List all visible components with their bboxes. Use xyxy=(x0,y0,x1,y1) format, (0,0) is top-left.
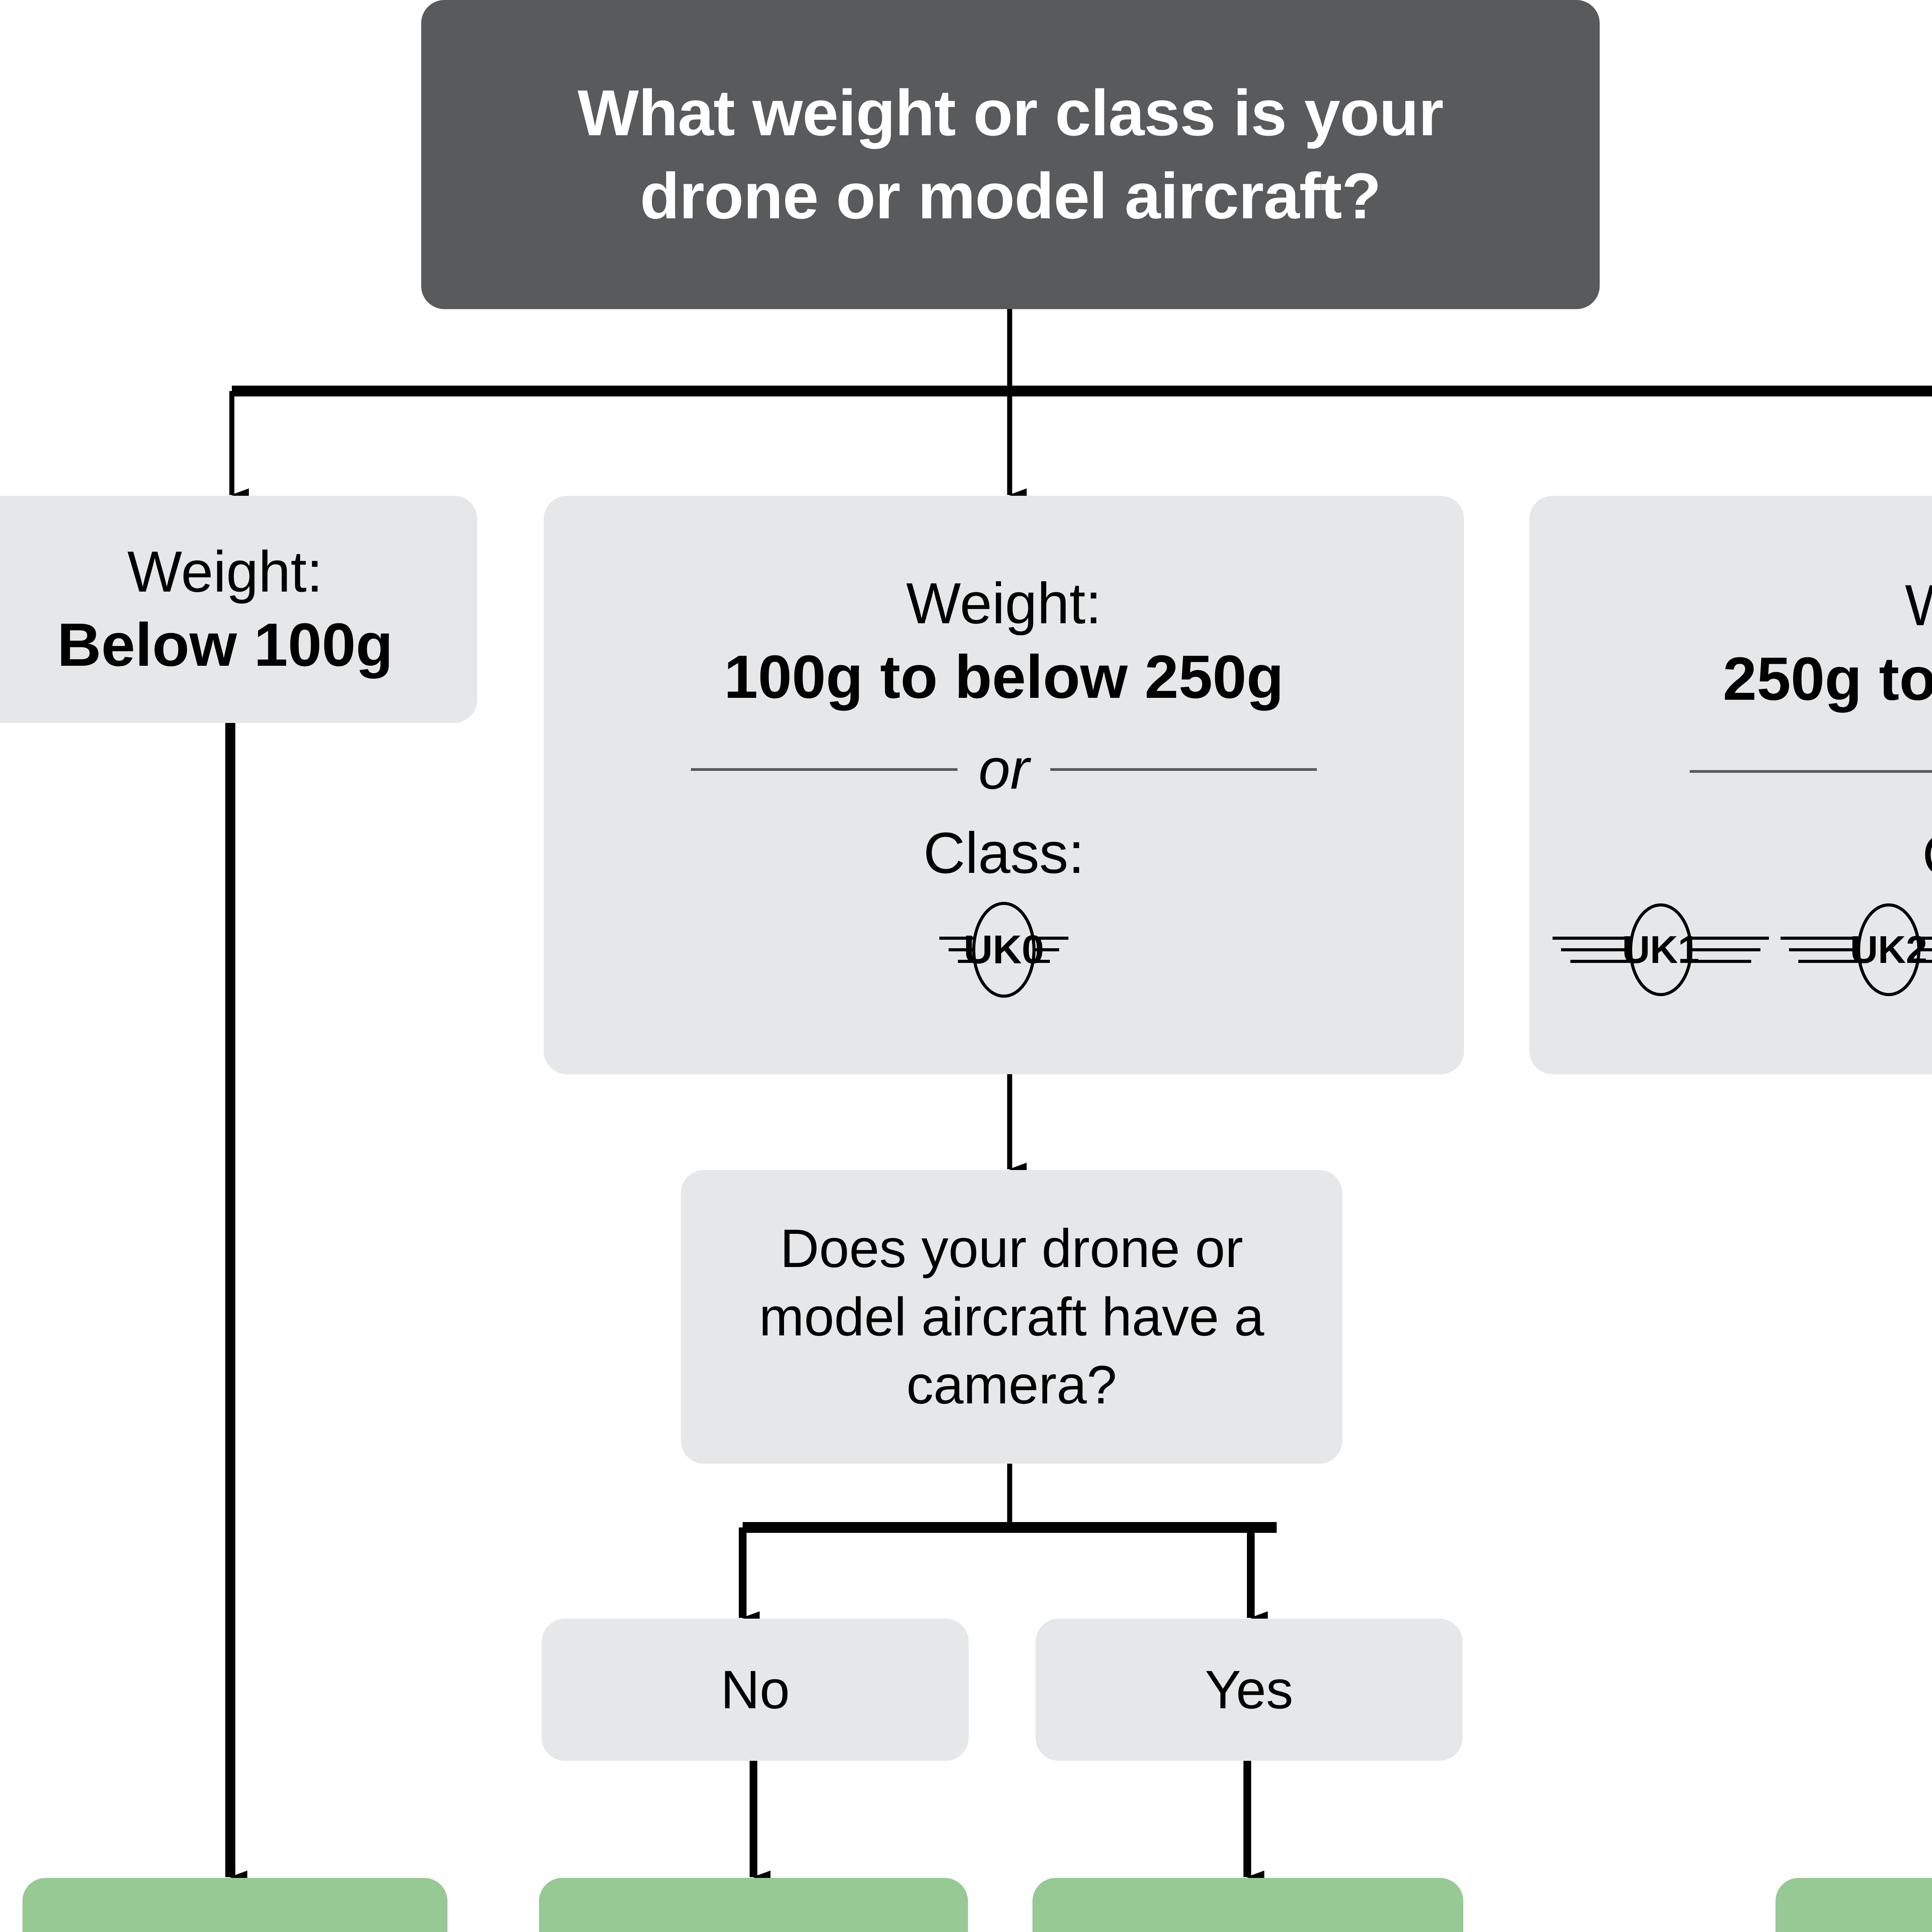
camera-answer-no-label: No xyxy=(721,1659,790,1720)
class-badge-uk2-label: UK2 xyxy=(1850,928,1927,971)
class-badge-row: UK1 UK2 UK3 UK4 xyxy=(1553,901,1932,998)
option-box-below-100g[interactable]: Weight: Below 100g xyxy=(0,496,477,723)
class-badge-uk1-icon: UK1 xyxy=(1553,903,1769,996)
class-label: Class: xyxy=(1922,821,1932,888)
class-badge-uk0-label: UK0 xyxy=(964,927,1044,972)
root-question-text: What weight or class is your drone or mo… xyxy=(577,76,1444,232)
camera-answer-no-box[interactable]: No xyxy=(542,1619,969,1761)
camera-answer-yes-box[interactable]: Yes xyxy=(1036,1619,1463,1761)
root-question-box[interactable]: What weight or class is your drone or mo… xyxy=(421,0,1600,309)
outcome-box-flyer-and-operator-right[interactable]: You need a Flyer ID and Operator ID xyxy=(1776,1878,1932,1932)
outcome-box-no-ids[interactable]: You do not need either a Flyer ID or Ope… xyxy=(22,1878,447,1932)
class-label: Class: xyxy=(923,820,1085,886)
or-divider: or xyxy=(1690,743,1932,800)
camera-question-box[interactable]: Does your drone or model aircraft have a… xyxy=(681,1170,1342,1464)
divider-rule-left xyxy=(691,768,958,771)
or-label: or xyxy=(978,737,1029,801)
class-badge-uk2-icon: UK2 xyxy=(1781,903,1932,996)
class-badge-uk1-label: UK1 xyxy=(1622,928,1699,971)
weight-label: Weight: xyxy=(906,571,1102,636)
weight-label: Weight: xyxy=(127,539,323,604)
class-badge-uk0-icon: UK0 xyxy=(939,901,1068,998)
camera-answer-yes-label: Yes xyxy=(1205,1659,1293,1720)
weight-value: 250g to below 25kg xyxy=(1723,645,1932,713)
weight-value: 100g to below 250g xyxy=(724,643,1284,711)
camera-question-text: Does your drone or model aircraft have a… xyxy=(759,1218,1264,1415)
divider-rule-left xyxy=(1690,770,1932,773)
or-divider: or xyxy=(691,741,1317,798)
divider-rule-right xyxy=(1050,768,1317,771)
option-box-250g-to-25kg[interactable]: Weight: 250g to below 25kg or Class: UK1… xyxy=(1529,496,1932,1074)
weight-label: Weight: xyxy=(1905,572,1932,639)
outcome-box-flyer-only[interactable]: You need a Flyer ID only xyxy=(539,1878,968,1932)
class-badge-row: UK0 xyxy=(936,900,1071,1000)
weight-value: Below 100g xyxy=(57,611,393,679)
option-box-100g-to-250g[interactable]: Weight: 100g to below 250g or Class: UK0 xyxy=(544,496,1464,1074)
outcome-box-flyer-and-operator-mid[interactable]: You need a Flyer ID and Operator ID xyxy=(1032,1878,1463,1932)
